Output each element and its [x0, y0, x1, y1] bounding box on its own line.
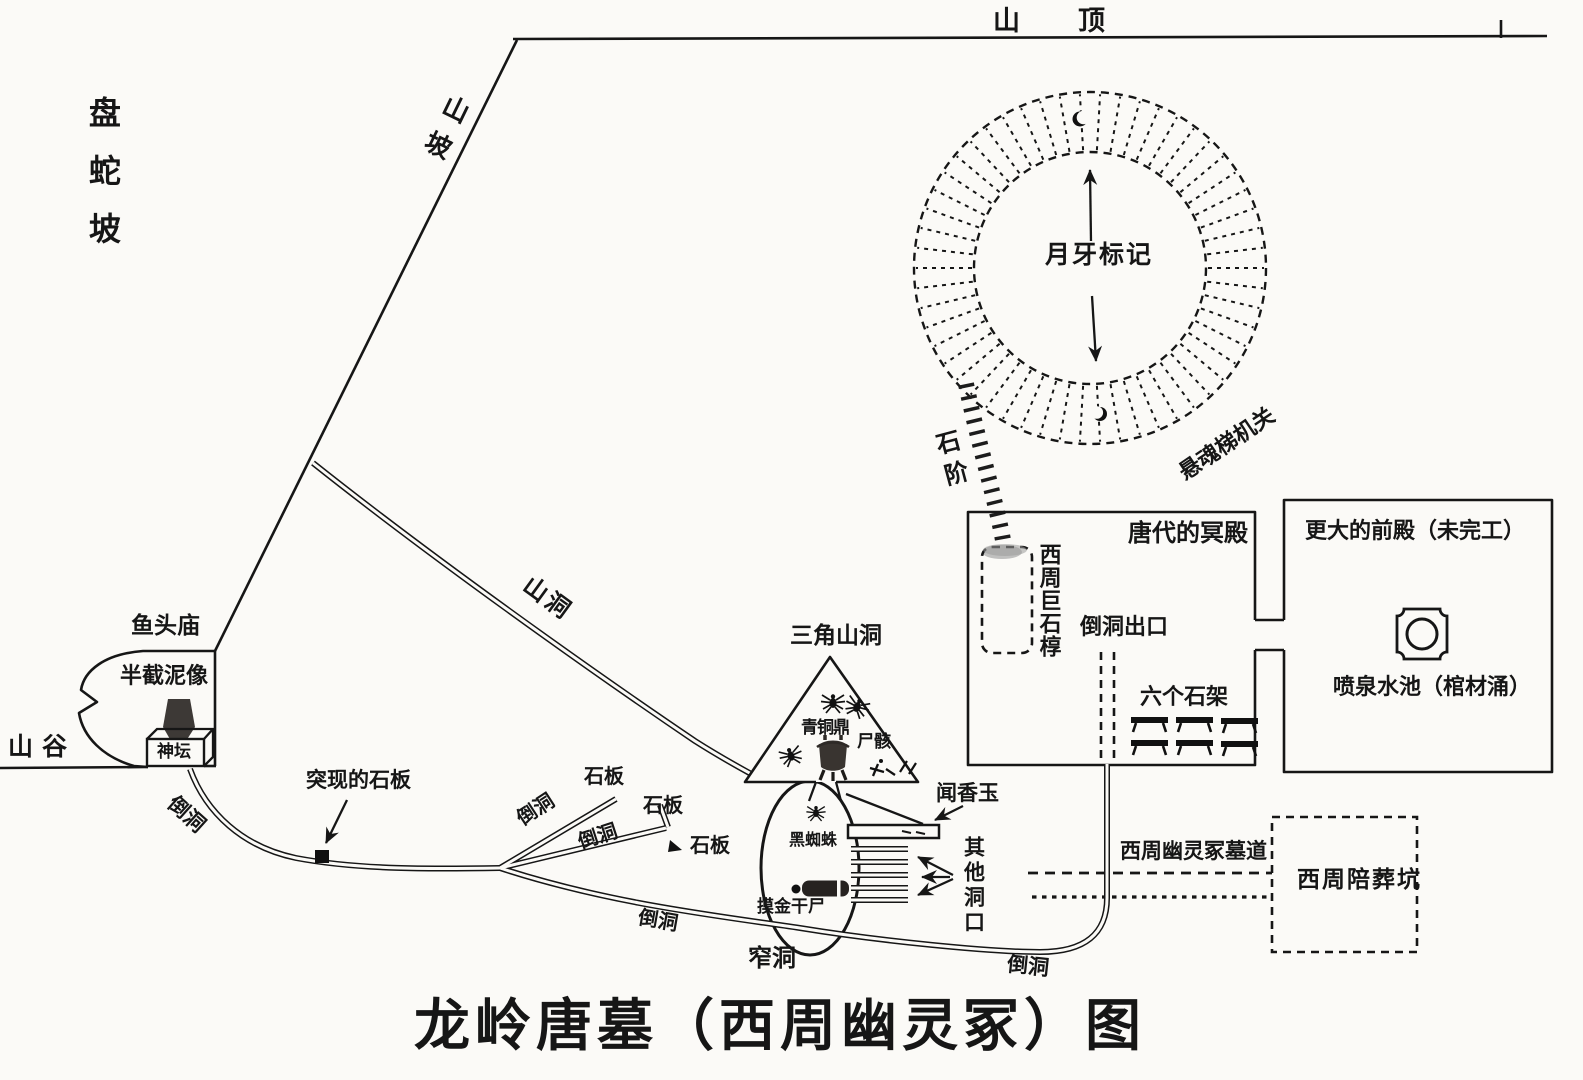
label-clay-statue: 半截泥像 [120, 663, 209, 688]
bronze-ding-icon [816, 735, 850, 781]
label-altar: 神坛 [157, 742, 191, 761]
label-stone-racks: 六个石架 [1140, 684, 1229, 709]
fragrant-jade-arrow [934, 804, 964, 822]
label-sudden-slab: 突现的石板 [306, 769, 411, 792]
label-tang-palace: 唐代的冥殿 [1128, 520, 1248, 547]
label-tomb-passage: 西周幽灵冢墓道 [1120, 840, 1267, 863]
label-triangle-cave: 三角山洞 [790, 622, 882, 648]
label-bronze-ding: 青铜鼎 [801, 718, 850, 737]
sudden-slab-arrow [324, 799, 349, 844]
label-remains: 尸骸 [857, 732, 891, 751]
diameter-arrow-icon [1083, 169, 1103, 362]
map-title: 龙岭唐墓（西周幽灵冢）图 [414, 994, 1146, 1057]
mountain-outline [213, 20, 1548, 652]
label-stone-coffin: 西周巨石椁 [1036, 543, 1062, 658]
label-summit: 山顶 [993, 6, 1163, 36]
crescent-moon-icon [1090, 406, 1107, 421]
sudden-slab-mark [315, 850, 329, 863]
passage-between-halls [1255, 618, 1284, 652]
label-crescent-mark: 月牙标记 [1042, 241, 1157, 269]
label-cave-exit: 倒洞出口 [1080, 614, 1169, 639]
slab-mark [668, 840, 682, 852]
label-fish-temple: 鱼头庙 [131, 612, 200, 638]
mummy-icon [791, 880, 849, 897]
stone-steps-path [958, 382, 1022, 559]
label-burial-pit: 西周陪葬坑 [1297, 866, 1422, 892]
label-black-spider: 黑蜘蛛 [789, 832, 838, 849]
tunnels [187, 460, 1110, 956]
altar-shape [145, 699, 215, 768]
fish-head-temple-shape [0, 649, 217, 770]
remains-bones-icon [869, 759, 917, 777]
cave-exit-shaft [1099, 652, 1116, 763]
label-inverted-cave-5: 倒洞 [1005, 952, 1051, 981]
fragrant-jade-slab [846, 823, 941, 840]
crescent-moon-icon [1072, 110, 1091, 127]
stone-racks-icons [1129, 715, 1260, 758]
burial-pit-box [1270, 815, 1419, 954]
label-narrow-cave: 窄洞 [748, 945, 796, 972]
label-other-openings: 其他洞口 [961, 836, 985, 936]
stone-coffin-outline [980, 544, 1034, 655]
label-slab-1: 石板 [584, 766, 624, 788]
label-gold-mummy: 摸金干尸 [757, 897, 825, 916]
other-openings-arrow-icon [917, 855, 954, 897]
label-front-hall: 更大的前殿（未完工） [1305, 518, 1526, 543]
clay-statue-icon [163, 699, 195, 741]
label-fountain: 喷泉水池（棺材涌） [1333, 674, 1532, 699]
label-valley: 山谷 [8, 733, 77, 761]
label-slab-2: 石板 [643, 795, 683, 817]
label-snake-slope: 盘蛇坡 [84, 96, 121, 270]
label-fragrant-jade: 闻香玉 [936, 782, 999, 805]
fountain-pool-icon [1395, 607, 1449, 661]
spiral-stair-ring [912, 90, 1268, 446]
ghost-tomb-passage-lines [1028, 871, 1272, 899]
label-slab-3: 石板 [690, 835, 730, 857]
front-hall-box [1282, 498, 1554, 774]
